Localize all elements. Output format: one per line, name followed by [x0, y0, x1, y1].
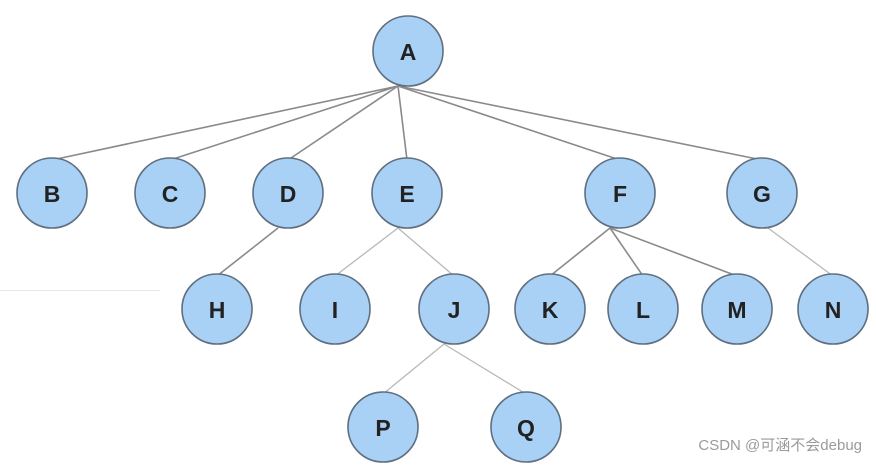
- node-label: H: [209, 297, 226, 323]
- tree-node-g: G: [726, 157, 798, 229]
- node-label: F: [613, 181, 627, 207]
- edge-f-k: [549, 227, 611, 277]
- tree-node-h: H: [181, 273, 253, 345]
- node-circle: [584, 157, 656, 229]
- watermark-text: CSDN @可涵不会debug: [698, 437, 862, 454]
- edge-a-d: [287, 85, 399, 161]
- node-circle: [726, 157, 798, 229]
- node-label: E: [399, 181, 414, 207]
- tree-node-j: J: [418, 273, 490, 345]
- edge-d-h: [216, 227, 279, 277]
- edge-g-n: [767, 227, 834, 277]
- node-circle: [347, 391, 419, 463]
- node-circle: [299, 273, 371, 345]
- tree-node-d: D: [252, 157, 324, 229]
- edge-a-e: [397, 85, 408, 161]
- node-label: B: [44, 181, 61, 207]
- edge-e-j: [397, 227, 455, 277]
- node-circle: [607, 273, 679, 345]
- node-label: C: [162, 181, 179, 207]
- node-circle: [252, 157, 324, 229]
- edge-a-f: [397, 85, 621, 161]
- edge-e-i: [334, 227, 399, 277]
- edge-f-l: [609, 227, 644, 277]
- node-circle: [371, 157, 443, 229]
- tree-node-b: B: [16, 157, 88, 229]
- node-label: G: [753, 181, 771, 207]
- tree-node-q: Q: [490, 391, 562, 463]
- node-label: Q: [517, 415, 535, 441]
- tree-node-e: E: [371, 157, 443, 229]
- node-label: I: [332, 297, 338, 323]
- tree-node-f: F: [584, 157, 656, 229]
- edge-a-c: [169, 85, 399, 161]
- divider-line: [0, 290, 160, 291]
- node-circle: [134, 157, 206, 229]
- tree-node-k: K: [514, 273, 586, 345]
- node-circle: [418, 273, 490, 345]
- node-label: J: [448, 297, 461, 323]
- node-label: K: [542, 297, 559, 323]
- node-label: A: [400, 39, 417, 65]
- tree-node-p: P: [347, 391, 419, 463]
- edge-j-p: [382, 343, 445, 395]
- nodes-layer: A B C D E F G H I J K L M N P Q: [16, 15, 869, 463]
- edge-a-g: [397, 85, 763, 161]
- node-label: L: [636, 297, 650, 323]
- tree-node-l: L: [607, 273, 679, 345]
- node-circle: [701, 273, 773, 345]
- node-label: P: [375, 415, 390, 441]
- tree-node-n: N: [797, 273, 869, 345]
- node-label: D: [280, 181, 297, 207]
- edge-f-m: [609, 227, 738, 277]
- node-circle: [181, 273, 253, 345]
- node-label: M: [727, 297, 746, 323]
- node-circle: [16, 157, 88, 229]
- tree-node-m: M: [701, 273, 773, 345]
- tree-node-i: I: [299, 273, 371, 345]
- node-circle: [797, 273, 869, 345]
- node-label: N: [825, 297, 842, 323]
- edge-j-q: [443, 343, 527, 395]
- edges-layer: [51, 85, 834, 395]
- node-circle: [490, 391, 562, 463]
- node-circle: [372, 15, 444, 87]
- tree-node-c: C: [134, 157, 206, 229]
- node-circle: [514, 273, 586, 345]
- tree-node-a: A: [372, 15, 444, 87]
- edge-a-b: [51, 85, 399, 161]
